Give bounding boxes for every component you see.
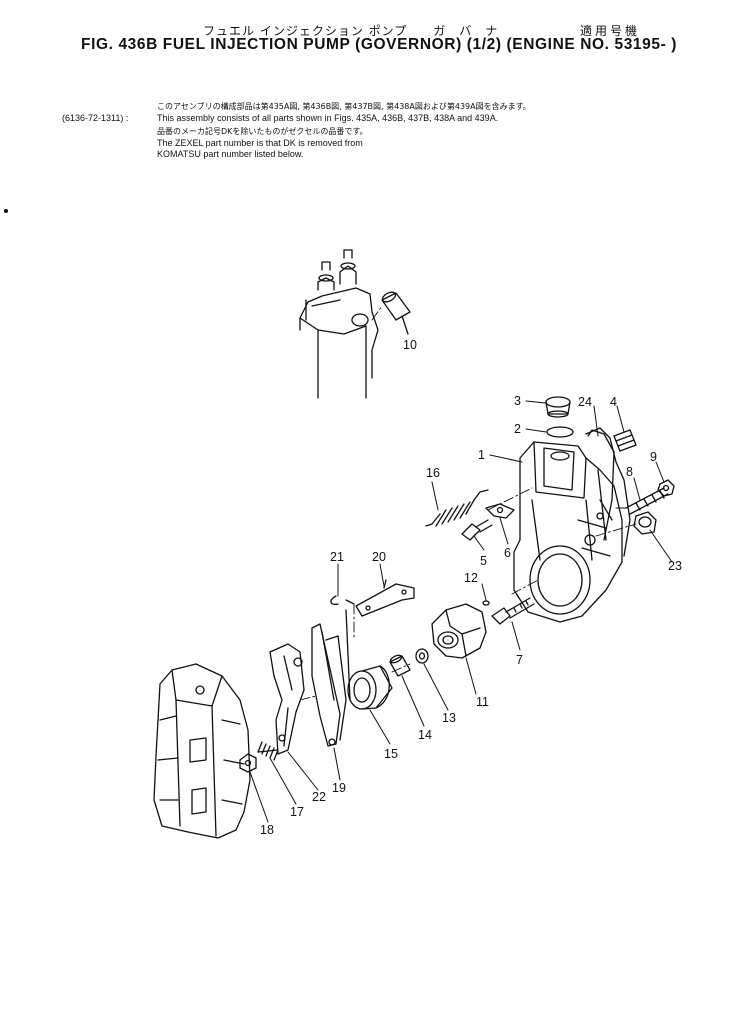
callout-16: 16: [426, 466, 440, 480]
callout-labels: 10 3 2 24 4 1 16 8 9 5 6 23 21 20 12 7 1…: [260, 338, 682, 837]
callout-2: 2: [514, 422, 521, 436]
callout-23: 23: [668, 559, 682, 573]
callout-24: 24: [578, 395, 592, 409]
japanese-title: フュエル インジェクション ポンプ ガ バ ナ: [203, 24, 499, 38]
callout-10: 10: [403, 338, 417, 352]
part-8-screw: [625, 487, 669, 515]
pump-rear-housing: [153, 663, 251, 839]
part-1-governor-housing: [513, 429, 623, 623]
margin-dot: [3, 208, 9, 214]
note-japanese-line-2: 品番のメーカ記号DKを除いたものがゼクセルの品番です。: [157, 127, 368, 136]
callout-9: 9: [650, 450, 657, 464]
part-17-spring: [257, 741, 279, 761]
part-10-sleeve: [381, 291, 411, 335]
callout-13: 13: [442, 711, 456, 725]
callout-6: 6: [504, 546, 511, 560]
part-24-gasket: [585, 427, 631, 557]
part-15-sleeve: [347, 665, 393, 710]
callout-18: 18: [260, 823, 274, 837]
callout-22: 22: [312, 790, 326, 804]
callout-5: 5: [480, 554, 487, 568]
callout-4: 4: [610, 395, 617, 409]
callout-8: 8: [626, 465, 633, 479]
part-12-pin: [482, 600, 490, 606]
callout-20: 20: [372, 550, 386, 564]
note-japanese-line-1: このアセンブリの構成部品は第435A図, 第436B図, 第437B図, 第43…: [157, 102, 531, 111]
callout-1: 1: [478, 448, 485, 462]
leader-lines: [249, 400, 673, 823]
assembly-guide-lines: [299, 305, 637, 701]
assembly-part-number: (6136-72-1311) :: [62, 113, 129, 123]
callout-12: 12: [464, 571, 478, 585]
note-english-line-2: The ZEXEL part number is that DK is remo…: [157, 138, 363, 148]
callout-3: 3: [514, 394, 521, 408]
part-5-bolt: [461, 519, 493, 541]
figure-title: FIG. 436B FUEL INJECTION PUMP (GOVERNOR)…: [81, 36, 678, 53]
part-6-bracket: [485, 503, 515, 519]
callout-11: 11: [476, 695, 489, 709]
callout-19: 19: [332, 781, 346, 795]
part-4-spring: [613, 429, 637, 452]
part-19-floating-lever: [311, 609, 351, 747]
part-21-clip: [330, 595, 355, 606]
callout-14: 14: [418, 728, 432, 742]
applicable-machine-label: 適用号機: [580, 24, 641, 38]
part-11-flyweight: [431, 603, 487, 659]
callout-15: 15: [384, 747, 398, 761]
part-23-cap-nut: [633, 511, 657, 535]
callout-7: 7: [516, 653, 523, 667]
part-2-o-ring: [546, 426, 574, 438]
pump-top-section: [299, 249, 379, 399]
part-7-bolt: [491, 597, 535, 625]
part-22-tension-lever: [269, 643, 305, 755]
part-14-bushing: [389, 654, 411, 677]
part-20-lever-plate: [355, 579, 415, 617]
part-16-spring: [425, 489, 489, 527]
part-18-nut: [239, 753, 257, 773]
part-9-nut: [657, 479, 675, 497]
note-english-line-3: KOMATSU part number listed below.: [157, 149, 304, 159]
callout-21: 21: [330, 550, 344, 564]
part-3-plug: [545, 396, 571, 418]
part-13-washer: [415, 648, 429, 664]
note-english-line-1: This assembly consists of all parts show…: [157, 113, 499, 123]
callout-17: 17: [290, 805, 304, 819]
